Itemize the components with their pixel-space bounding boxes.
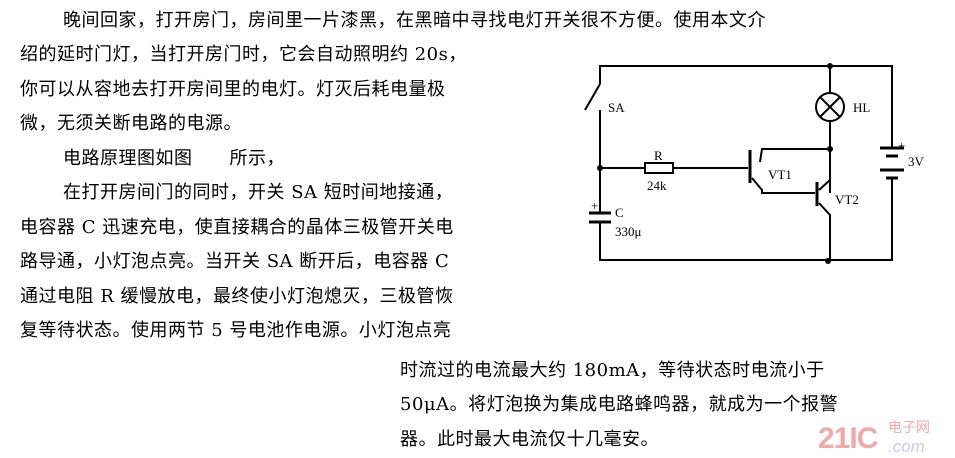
battery-polarity: + <box>898 138 905 153</box>
text-line: 路导通，小灯泡点亮。当开关 SA 断开后，电容器 C <box>20 251 450 272</box>
text-line: 绍的延时门灯，当打开房门时，它会自动照明约 20s， <box>20 44 467 65</box>
vt1-label: VT1 <box>768 167 792 182</box>
text-line: 你可以从容地去打开房间里的电灯。灯灭后耗电量极 <box>20 79 446 100</box>
wires <box>599 65 893 261</box>
text-line: 晚间回家，打开房门，房间里一片漆黑，在黑暗中寻找电灯开关很不方便。使用本文介 <box>63 10 766 31</box>
resistor-value: 24k <box>647 178 667 193</box>
text-line: 器。此时最大电流仅十几毫安。 <box>400 429 659 450</box>
text-line: 复等待状态。使用两节 5 号电池作电源。小灯泡点亮 <box>20 320 452 341</box>
text-line: 通过电阻 R 缓慢放电，最终使小灯泡熄灭，三极管恢 <box>20 286 454 307</box>
text-line: 电路原理图如图 所示， <box>63 148 285 169</box>
capacitor-label: C <box>615 205 624 220</box>
watermark-logo: 21IC 电子网 .com <box>818 420 955 458</box>
junction-dots <box>597 63 833 264</box>
capacitor-polarity: + <box>591 198 598 213</box>
battery-icon <box>880 146 904 180</box>
text-line: 50μA。将灯泡换为集成电路蜂鸣器，就成为一个报警 <box>400 394 839 415</box>
text-line: 在打开房间门的同时，开关 SA 短时间地接通， <box>63 182 454 203</box>
vt2-label: VT2 <box>835 192 859 207</box>
switch-sa-icon <box>584 83 601 111</box>
lamp-label: HL <box>853 100 870 115</box>
text-line: 电容器 C 迅速充电，使直接耦合的晶体三极管开关电 <box>20 217 454 238</box>
watermark-domain: .com <box>888 437 925 456</box>
resistor-icon <box>644 162 674 174</box>
text-line: 时流过的电流最大约 180mA，等待状态时电流小于 <box>400 360 825 381</box>
battery-label: 3V <box>908 154 925 169</box>
resistor-label: R <box>654 148 663 163</box>
text-line: 微，无须关断电路的电源。 <box>20 113 242 134</box>
watermark-cn: 电子网 <box>888 420 930 436</box>
capacitor-icon <box>589 211 611 224</box>
capacitor-value: 330μ <box>615 224 642 239</box>
lamp-icon <box>815 92 845 122</box>
watermark-21ic: 21IC <box>818 422 878 455</box>
switch-label: SA <box>608 100 625 115</box>
